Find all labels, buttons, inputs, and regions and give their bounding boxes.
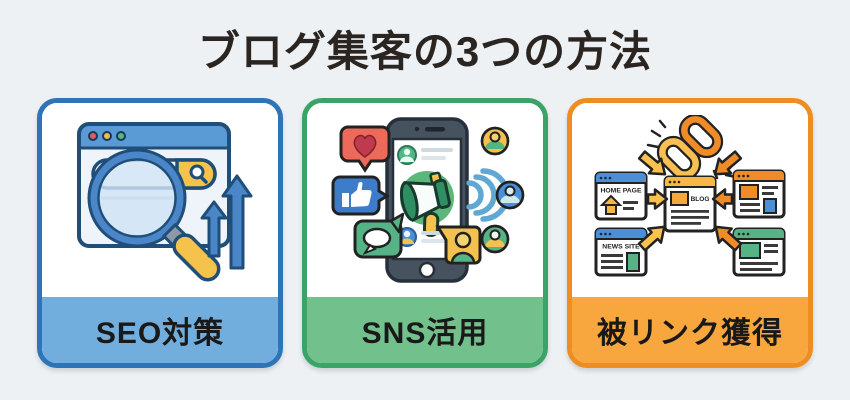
backlinks-illustration: HOME PAGE NEWS SITE — [594, 115, 786, 277]
card-seo-label: SEO対策 — [42, 297, 278, 363]
heart-reaction-icon — [339, 125, 391, 173]
homepage-site-icon: HOME PAGE — [594, 171, 648, 221]
blog-site-icon: BLOG — [663, 175, 717, 233]
thumbs-up-icon — [331, 175, 390, 216]
card-backlinks-art: HOME PAGE NEWS SITE — [572, 103, 808, 297]
card-backlinks-label: 被リンク獲得 — [572, 297, 808, 363]
sns-illustration — [331, 117, 525, 283]
card-sns-art — [307, 103, 543, 297]
homepage-label: HOME PAGE — [600, 188, 642, 195]
green-site-icon — [732, 227, 786, 277]
news-site-icon: NEWS SITE — [594, 227, 648, 277]
method-cards-row: SEO対策 — [37, 98, 813, 368]
card-seo-art — [42, 103, 278, 297]
seo-illustration — [77, 122, 253, 282]
follower-avatars-icon — [480, 126, 525, 254]
growth-arrows-icon — [200, 174, 253, 270]
card-seo: SEO対策 — [37, 98, 283, 368]
person-mention-icon — [435, 225, 482, 265]
magnifier-icon — [87, 148, 221, 282]
article-site-icon — [732, 169, 786, 219]
card-sns-label: SNS活用 — [307, 297, 543, 363]
feed-post-top — [397, 145, 453, 165]
chat-bubble-icon — [353, 212, 405, 259]
card-sns: SNS活用 — [302, 98, 548, 368]
page-title: ブログ集客の3つの方法 — [197, 28, 653, 75]
megaphone-icon — [399, 171, 454, 237]
news-site-label: NEWS SITE — [602, 244, 640, 251]
card-backlinks: HOME PAGE NEWS SITE — [567, 98, 813, 368]
blog-label: BLOG — [691, 196, 710, 203]
